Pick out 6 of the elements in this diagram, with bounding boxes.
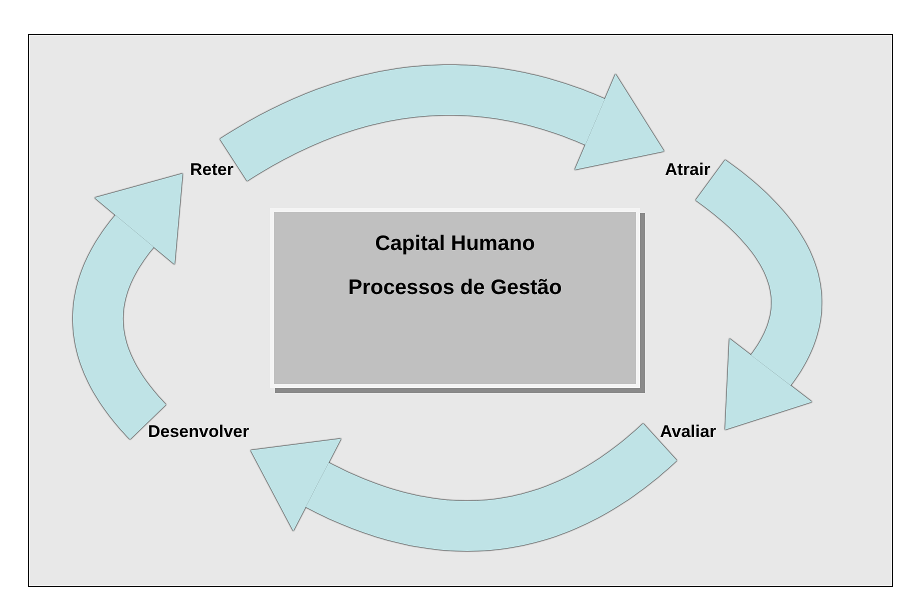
box-subheading: Processos de Gestão bbox=[348, 276, 562, 300]
cycle-step-label: Avaliar bbox=[660, 422, 716, 442]
cycle-step-label: Reter bbox=[190, 160, 234, 180]
cycle-step-label: Desenvolver bbox=[148, 422, 250, 442]
box-heading: Capital Humano bbox=[375, 232, 535, 256]
cycle-step-label: Atrair bbox=[665, 160, 710, 180]
